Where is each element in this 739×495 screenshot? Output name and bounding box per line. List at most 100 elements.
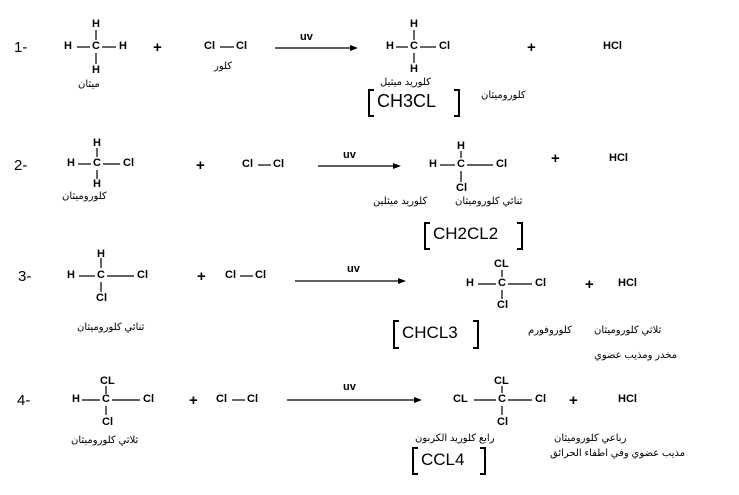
atom-label: H bbox=[429, 158, 437, 170]
atom-label: Cl bbox=[535, 393, 546, 405]
atom-label: H bbox=[93, 137, 101, 149]
atom-label: H bbox=[410, 18, 418, 30]
reaction-condition: uv bbox=[343, 381, 356, 393]
compound-alt-name: رابع كلوريد الكربون bbox=[415, 433, 495, 444]
plus-sign: + bbox=[197, 268, 206, 285]
atom-label: H bbox=[386, 40, 394, 52]
atom-label: C bbox=[97, 269, 105, 281]
atom-label: C bbox=[92, 40, 100, 52]
atom-label: C bbox=[410, 40, 418, 52]
bracket-left bbox=[393, 320, 399, 349]
atom-label: Cl bbox=[143, 393, 154, 405]
atom-label: Cl bbox=[496, 158, 507, 170]
atom-label: Cl bbox=[456, 182, 467, 194]
compound-name: ميثان bbox=[78, 79, 100, 90]
atom-label: H bbox=[67, 269, 75, 281]
byproduct: HCl bbox=[609, 152, 628, 164]
atom-label: CL bbox=[453, 393, 468, 405]
atom-label: H bbox=[92, 64, 100, 76]
arrow-head bbox=[398, 278, 406, 284]
atom-label: CL bbox=[494, 375, 509, 387]
atom-label: C bbox=[498, 393, 506, 405]
atom-label: C bbox=[498, 277, 506, 289]
plus-sign: + bbox=[585, 276, 594, 293]
atom-label: H bbox=[64, 40, 72, 52]
atom-label: Cl bbox=[96, 292, 107, 304]
atom-label: Cl bbox=[137, 269, 148, 281]
atom-label: Cl bbox=[123, 157, 134, 169]
molecular-formula: CH3CL bbox=[377, 91, 437, 111]
plus-sign: + bbox=[551, 150, 560, 167]
compound-name: ثلاثي كلوروميثان bbox=[71, 435, 139, 446]
atom-label: H bbox=[410, 63, 418, 75]
bracket-left bbox=[424, 222, 430, 250]
atom-label: Cl bbox=[102, 416, 113, 428]
atom-label: Cl bbox=[535, 277, 546, 289]
bracket-left bbox=[368, 89, 374, 117]
plus-sign: + bbox=[196, 157, 205, 174]
byproduct: HCl bbox=[618, 277, 637, 289]
reagent-formula: Cl bbox=[225, 269, 236, 281]
reagent-formula: Cl bbox=[216, 393, 227, 405]
molecular-formula: CH2CL2 bbox=[433, 224, 499, 243]
atom-label: C bbox=[93, 157, 101, 169]
reaction-condition: uv bbox=[343, 149, 356, 161]
atom-label: CL bbox=[100, 375, 115, 387]
atom-label: H bbox=[466, 277, 474, 289]
compound-name: ثنائي كلوروميثان bbox=[455, 196, 523, 207]
compound-name: كلوروميثان bbox=[62, 191, 107, 202]
bracket-right bbox=[454, 89, 460, 117]
atom-label: H bbox=[97, 248, 105, 260]
reaction-number: 2- bbox=[14, 157, 28, 174]
arrow-head bbox=[350, 45, 358, 51]
compound-alt-name: كلوروميثان bbox=[481, 90, 526, 101]
reaction-condition: uv bbox=[347, 263, 360, 275]
reagent-formula: Cl bbox=[204, 40, 215, 52]
plus-sign: + bbox=[189, 392, 198, 409]
arrow-head bbox=[393, 163, 401, 169]
bracket-right bbox=[473, 320, 479, 349]
atom-label: Cl bbox=[497, 299, 508, 311]
molecular-formula: CHCL3 bbox=[402, 323, 458, 342]
reaction-number: 1- bbox=[14, 39, 28, 56]
byproduct: HCl bbox=[618, 393, 637, 405]
atom-label: H bbox=[457, 140, 465, 152]
compound-name: كلور bbox=[214, 61, 233, 72]
plus-sign: + bbox=[153, 39, 162, 56]
compound-alt-name: كلوروفورم bbox=[528, 325, 572, 336]
plus-sign: + bbox=[527, 39, 536, 56]
reaction-number: 3- bbox=[18, 268, 32, 285]
atom-label: C bbox=[102, 393, 110, 405]
reagent-formula: Cl bbox=[242, 158, 253, 170]
atom-label: CL bbox=[494, 258, 509, 270]
compound-use-note: مذيب عضوي وفي اطفاء الحرائق bbox=[550, 448, 686, 459]
compound-use-note: مخدر ومذيب عضوي bbox=[594, 350, 678, 361]
atom-label: H bbox=[93, 178, 101, 190]
arrow-head bbox=[414, 397, 422, 403]
reagent-formula: Cl bbox=[236, 40, 247, 52]
reagent-formula: Cl bbox=[273, 158, 284, 170]
compound-name: كلوريد ميثيل bbox=[380, 77, 431, 88]
compound-name: رباعي كلوروميثان bbox=[554, 433, 627, 444]
byproduct: HCl bbox=[603, 40, 622, 52]
atom-label: H bbox=[92, 18, 100, 30]
bracket-right bbox=[517, 222, 523, 250]
reagent-formula: Cl bbox=[255, 269, 266, 281]
reaction-number: 4- bbox=[17, 392, 31, 409]
atom-label: H bbox=[72, 393, 80, 405]
reaction-condition: uv bbox=[300, 31, 313, 43]
atom-label: Cl bbox=[497, 416, 508, 428]
atom-label: Cl bbox=[439, 40, 450, 52]
atom-label: C bbox=[457, 158, 465, 170]
molecular-formula: CCL4 bbox=[421, 450, 465, 469]
compound-alt-name: كلوريد ميثلين bbox=[373, 196, 428, 207]
atom-label: H bbox=[119, 40, 127, 52]
compound-name: ثنائي كلوروميثان bbox=[77, 322, 145, 333]
atom-label: H bbox=[67, 157, 75, 169]
bracket-left bbox=[412, 447, 418, 475]
reagent-formula: Cl bbox=[247, 393, 258, 405]
plus-sign: + bbox=[569, 392, 578, 409]
bracket-right bbox=[480, 447, 486, 475]
compound-name: ثلاثي كلوروميثان bbox=[594, 325, 662, 336]
